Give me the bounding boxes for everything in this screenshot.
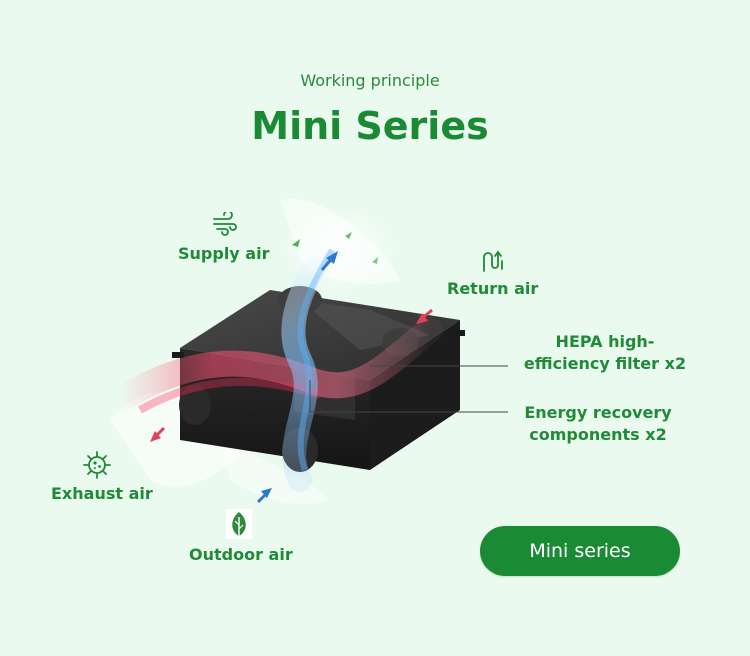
supply-air-label: Supply air	[178, 244, 270, 263]
hepa-filter-label: HEPA high- efficiency filter x2	[510, 332, 700, 373]
leaf-icon	[226, 509, 252, 539]
airflow-icon	[483, 250, 503, 272]
exhaust-arrow	[150, 426, 166, 442]
leaf-particle	[292, 239, 300, 247]
hepa-filter-label-line1: HEPA high-	[555, 332, 655, 351]
exhaust-air-label: Exhaust air	[51, 484, 153, 503]
fresh-airflow	[281, 228, 347, 492]
supply-arrow	[320, 251, 338, 271]
mini-series-button[interactable]: Mini series	[480, 526, 680, 576]
return-air-label: Return air	[447, 279, 539, 298]
mount-tab-left	[172, 352, 184, 358]
leaf-particle	[372, 257, 378, 264]
virus-icon	[83, 451, 111, 479]
page-title: Mini Series	[251, 104, 489, 148]
return-arrow	[416, 308, 433, 324]
outdoor-air-label: Outdoor air	[189, 545, 293, 564]
wind-icon	[213, 212, 237, 236]
energy-recovery-label: Energy recovery components x2	[500, 403, 696, 444]
leaf-particle	[345, 232, 352, 239]
energy-recovery-label-line1: Energy recovery	[524, 403, 672, 422]
unit-right-face	[370, 320, 460, 470]
mount-tab-right	[455, 330, 465, 336]
exhaust-duct	[179, 385, 211, 425]
outdoor-arrow	[256, 488, 272, 504]
hepa-filter-label-line2: efficiency filter x2	[523, 354, 687, 373]
fresh-airflow-core	[297, 248, 335, 472]
section-subtitle: Working principle	[300, 71, 440, 90]
energy-recovery-label-line2: components x2	[529, 425, 667, 444]
energy-callout-line	[309, 380, 508, 413]
